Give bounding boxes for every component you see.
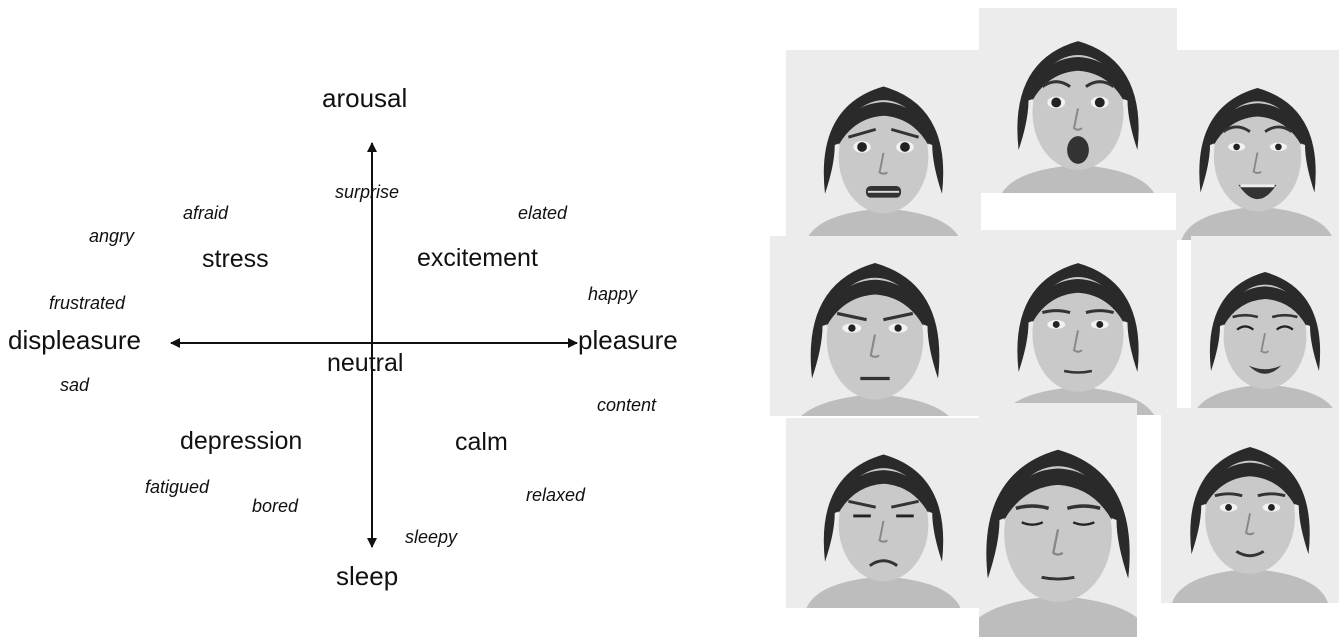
emotion-fatigued: fatigued: [145, 478, 209, 496]
state-stress: stress: [202, 247, 269, 272]
emotion-afraid: afraid: [183, 204, 228, 222]
emotion-circumplex-diagram: arousal sleep displeasure pleasure neutr…: [0, 0, 740, 637]
emotion-relaxed: relaxed: [526, 486, 585, 504]
state-calm: calm: [455, 430, 508, 455]
face-photo: [979, 403, 1137, 637]
emotion-sad: sad: [60, 376, 89, 394]
face-photo: [786, 50, 981, 240]
state-excitement: excitement: [417, 246, 538, 271]
pole-arousal: arousal: [322, 85, 407, 111]
face-photo: [770, 236, 980, 416]
emotion-happy: happy: [588, 285, 637, 303]
face-photo: [1191, 236, 1339, 416]
face-photo: [1161, 408, 1339, 603]
face-photo: [979, 230, 1177, 415]
face-photo: [1176, 50, 1339, 240]
emotion-content: content: [597, 396, 656, 414]
emotion-surprise: surprise: [335, 183, 399, 201]
pole-pleasure: pleasure: [578, 327, 678, 353]
emotion-frustrated: frustrated: [49, 294, 125, 312]
center-neutral: neutral: [327, 351, 403, 376]
pole-displeasure: displeasure: [8, 327, 141, 353]
face-photo: [786, 418, 981, 608]
emotion-sleepy: sleepy: [405, 528, 457, 546]
face-photo: [979, 8, 1177, 193]
emotion-elated: elated: [518, 204, 567, 222]
facial-expressions-grid: [764, 8, 1339, 637]
pole-sleep: sleep: [336, 563, 398, 589]
emotion-angry: angry: [89, 227, 134, 245]
emotion-bored: bored: [252, 497, 298, 515]
state-depression: depression: [180, 429, 302, 454]
